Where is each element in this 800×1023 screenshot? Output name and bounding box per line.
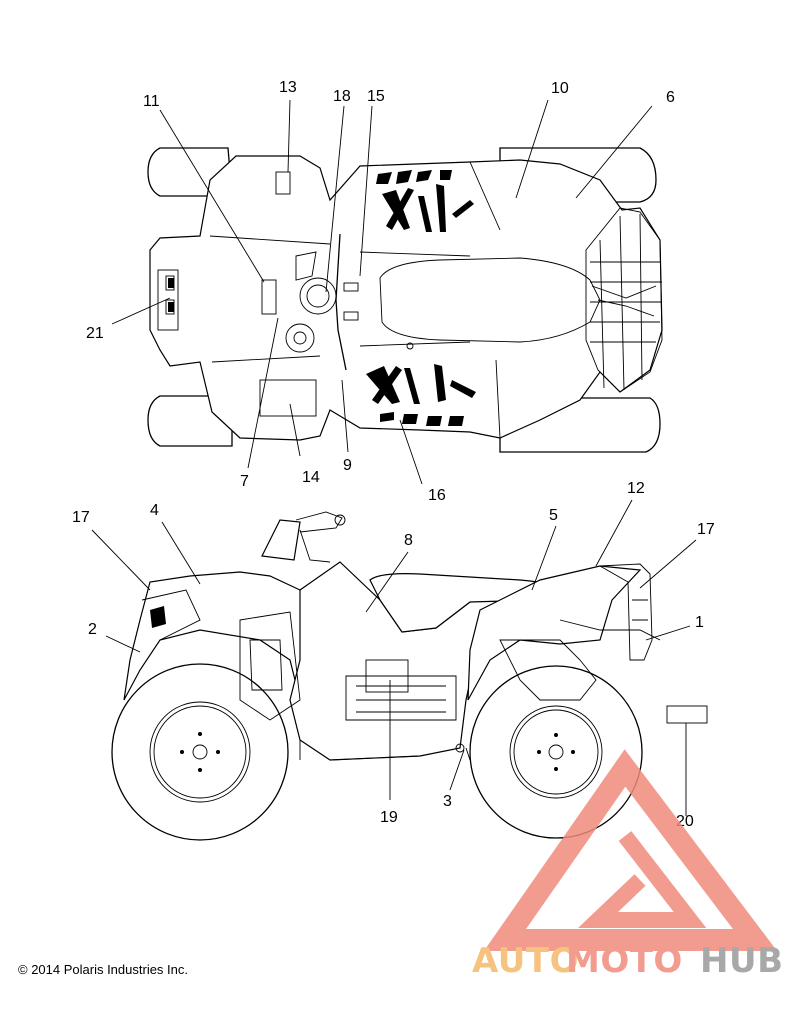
callout-17-left: 17 <box>72 509 90 526</box>
side-view-atv <box>111 511 708 841</box>
callout-5: 5 <box>549 507 558 524</box>
top-view-atv <box>147 147 663 453</box>
callout-7: 7 <box>240 473 249 490</box>
callout-labels: 11 13 18 15 10 6 21 7 14 9 16 17 4 8 5 1… <box>72 79 715 830</box>
callout-10: 10 <box>551 80 569 97</box>
callout-4: 4 <box>150 502 159 519</box>
top-view-leaders <box>111 99 653 485</box>
callout-8: 8 <box>404 532 413 549</box>
callout-2: 2 <box>88 621 97 638</box>
callout-16: 16 <box>428 487 446 504</box>
watermark-part-hub: HUB <box>700 941 783 981</box>
callout-3: 3 <box>443 793 452 810</box>
automotohub-watermark: AUTO MOTO HUB <box>472 749 783 981</box>
callout-19: 19 <box>380 809 398 826</box>
watermark-part-auto: AUTO <box>472 941 579 981</box>
callout-13: 13 <box>279 79 297 96</box>
callout-1: 1 <box>695 614 704 631</box>
callout-21: 21 <box>86 325 104 342</box>
copyright-notice: © 2014 Polaris Industries Inc. <box>18 962 188 977</box>
callout-9: 9 <box>343 457 352 474</box>
callout-6: 6 <box>666 89 675 106</box>
watermark-part-moto: MOTO <box>566 941 683 981</box>
callout-14: 14 <box>302 469 320 486</box>
callout-12: 12 <box>627 480 645 497</box>
callout-18: 18 <box>333 88 351 105</box>
callout-11: 11 <box>143 93 160 110</box>
callout-17-right: 17 <box>697 521 715 538</box>
callout-15: 15 <box>367 88 385 105</box>
side-view-leaders <box>91 499 697 816</box>
